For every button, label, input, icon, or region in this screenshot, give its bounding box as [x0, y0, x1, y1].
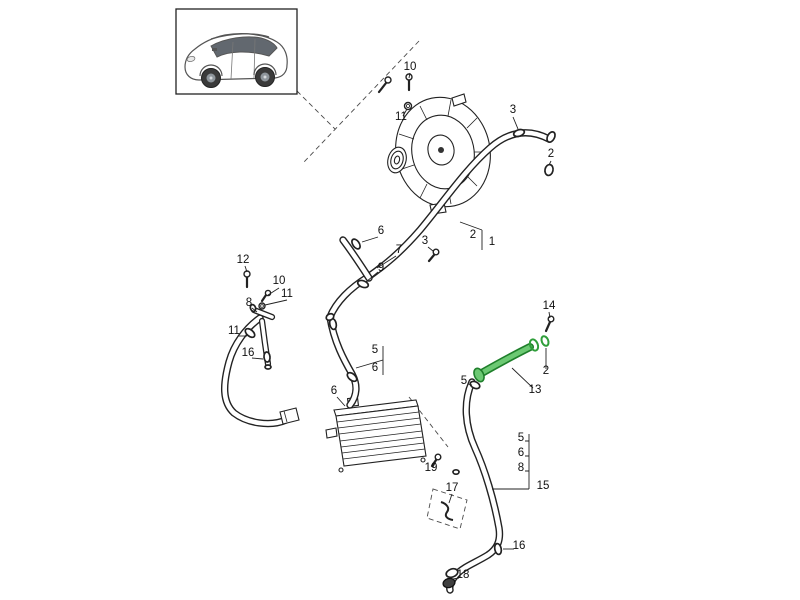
part-number-label[interactable]: 16	[513, 540, 526, 552]
bolt-icon	[377, 76, 392, 94]
washer-icon	[452, 468, 460, 476]
headlight	[186, 55, 196, 63]
lower-right-hose	[442, 378, 504, 594]
bolt-icon	[243, 270, 251, 289]
hose-clamp	[493, 542, 503, 556]
part-number-label[interactable]: 10	[273, 275, 286, 287]
bolt-icon	[430, 453, 442, 468]
hose-clamp	[351, 238, 361, 250]
part-number-label[interactable]: 1	[489, 236, 495, 248]
part-number-label[interactable]: 15	[537, 480, 550, 492]
nut-icon	[403, 101, 413, 111]
hose-clamp	[244, 327, 256, 339]
part-number-label[interactable]: 5	[461, 375, 467, 387]
part-number-label[interactable]: 16	[242, 347, 255, 359]
part-number-label[interactable]: 19	[425, 462, 438, 474]
hose-connector	[279, 407, 300, 425]
hose-end	[546, 131, 556, 143]
part-number-label[interactable]: 3	[422, 235, 428, 247]
cooler-bracket	[325, 427, 338, 439]
pipe-flange	[473, 367, 485, 383]
part-number-label[interactable]: 11	[395, 111, 407, 123]
seal-ring	[544, 163, 554, 177]
part-number-label[interactable]: 12	[237, 254, 250, 266]
part-number-label[interactable]: 6	[518, 447, 524, 459]
hose-joint	[325, 312, 335, 322]
suv-illustration	[184, 33, 288, 88]
part-number-label[interactable]: 3	[510, 104, 516, 116]
vehicle-thumbnail	[175, 8, 298, 95]
nut-icon	[258, 302, 266, 310]
part-number-label[interactable]: 2	[543, 365, 549, 377]
side-mirror	[212, 48, 217, 51]
hose-clamp	[346, 371, 358, 383]
leader-lines	[238, 72, 552, 580]
part-number-label[interactable]: 18	[457, 569, 470, 581]
retaining-clip	[440, 501, 454, 521]
branch-hose	[339, 236, 373, 282]
part-number-label[interactable]: 2	[548, 148, 554, 160]
pipe-end-ring	[528, 338, 540, 352]
bolt-icon	[544, 315, 555, 333]
part-number-label[interactable]: 17	[446, 482, 459, 494]
seal-ring	[540, 335, 550, 347]
pulley	[387, 146, 407, 174]
hose-clamp	[263, 351, 271, 363]
part-number-label[interactable]: 11	[281, 288, 293, 300]
hose-clamps	[244, 128, 556, 556]
hose-clamp	[469, 380, 481, 390]
mounting-lug-top	[451, 93, 467, 107]
part-number-label[interactable]: 9	[378, 262, 384, 274]
part-number-label[interactable]: 6	[372, 362, 378, 374]
part-number-label[interactable]: 10	[404, 61, 417, 73]
part-number-label[interactable]: 7	[396, 244, 402, 256]
hose-clamp	[512, 128, 526, 138]
part-number-label[interactable]: 2	[470, 229, 476, 241]
part-number-label[interactable]: 5	[518, 432, 524, 444]
left-hose-assembly	[221, 303, 300, 428]
oil-cooler-illustration	[325, 396, 427, 473]
cooler-fins	[336, 411, 426, 460]
part-number-label[interactable]: 8	[518, 462, 524, 474]
part-number-label[interactable]: 6	[331, 385, 337, 397]
hose-end-fitting	[442, 577, 456, 589]
highlighted-water-pipe[interactable]	[472, 335, 550, 383]
screw-icon	[260, 289, 272, 303]
part-number-label[interactable]: 8	[246, 297, 252, 309]
bolt-icon	[427, 248, 440, 263]
part-number-label[interactable]: 5	[372, 344, 378, 356]
part-number-label[interactable]: 11	[228, 325, 240, 337]
part-number-label[interactable]: 6	[378, 225, 384, 237]
hose-clamp	[356, 279, 370, 289]
part-number-label[interactable]: 14	[543, 300, 556, 312]
part-number-label[interactable]: 13	[529, 384, 542, 396]
